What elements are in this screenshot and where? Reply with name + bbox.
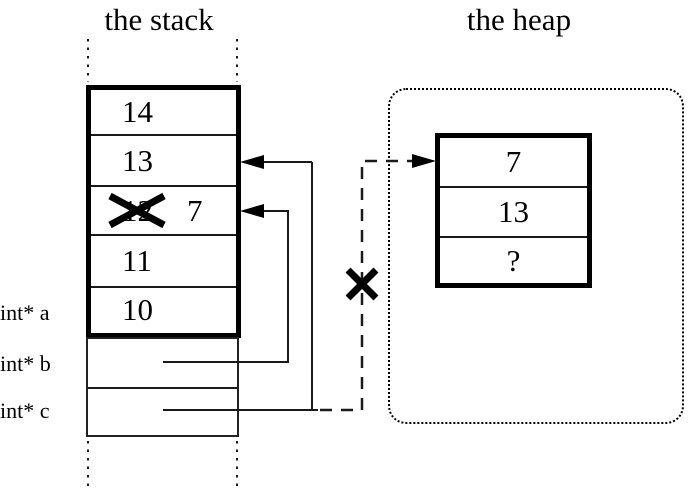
cell-divider xyxy=(440,186,587,188)
stack-title: the stack xyxy=(104,2,214,37)
cell-divider xyxy=(440,236,587,238)
arrowhead-into-stack-cell-7 xyxy=(240,204,264,218)
stack-cell-value: 14 xyxy=(122,94,153,129)
heap-block-box: 7 13 ? xyxy=(435,133,592,288)
pointer-variables-box xyxy=(86,337,239,437)
cell-divider xyxy=(91,134,236,136)
heap-cell-value: ? xyxy=(506,242,521,278)
heap-cell: 13 xyxy=(440,188,587,236)
stack-frame-box: 14 13 12 7 11 10 xyxy=(86,85,241,338)
heap-title: the heap xyxy=(466,2,572,37)
label-int-a: int* a xyxy=(0,300,50,325)
heap-cell-value: 13 xyxy=(498,194,529,229)
heap-cell: 7 xyxy=(440,138,587,186)
label-int-b: int* b xyxy=(0,351,51,376)
stack-cell: 14 xyxy=(91,90,236,134)
stack-cell-value: 10 xyxy=(122,292,153,327)
heap-cell: ? xyxy=(440,238,587,283)
broken-link-x-icon xyxy=(345,267,379,301)
stack-cell: 13 xyxy=(91,136,236,185)
stack-cell-value: 13 xyxy=(122,142,153,178)
replacement-value: 7 xyxy=(187,192,203,228)
crossed-out-old-value: 12 xyxy=(122,192,153,228)
stack-cell: 10 xyxy=(91,288,236,332)
cell-divider xyxy=(88,387,237,389)
heap-cell-value: 7 xyxy=(505,144,522,179)
stack-cell: 11 xyxy=(91,236,236,286)
arrowhead-into-stack-cell-13 xyxy=(240,155,264,169)
stack-cell-overwritten: 12 7 xyxy=(91,187,236,234)
label-int-c: int* c xyxy=(0,398,50,423)
stack-cell-value: 11 xyxy=(122,243,152,278)
